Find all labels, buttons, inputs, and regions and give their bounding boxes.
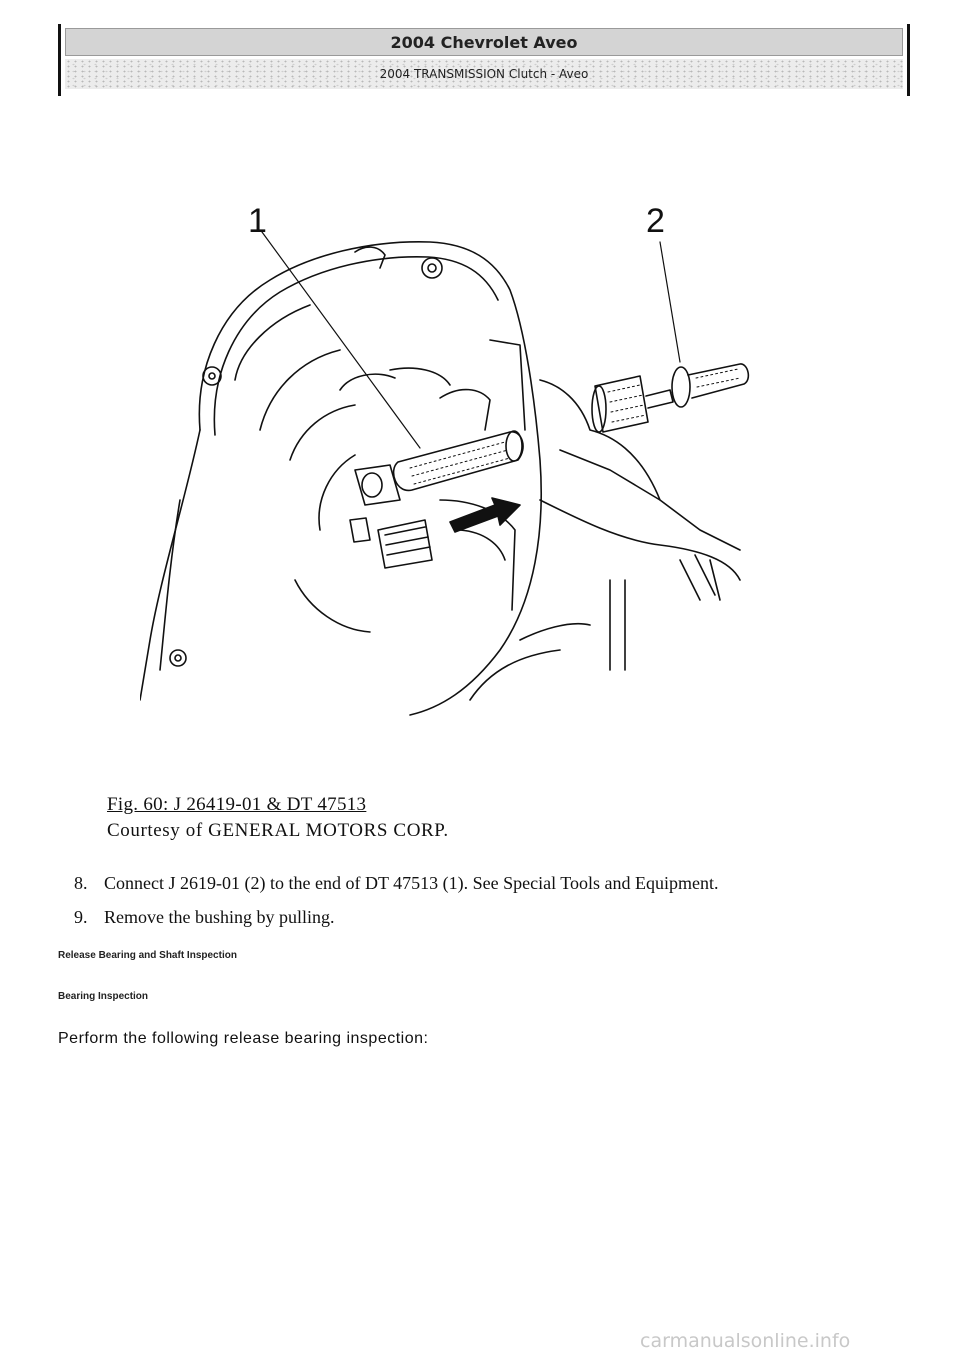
step-text: Remove the bushing by pulling.: [104, 906, 335, 927]
procedure-steps: 8. Connect J 2619-01 (2) to the end of D…: [74, 866, 718, 934]
step-9: 9. Remove the bushing by pulling.: [74, 900, 718, 934]
subsection-heading: Bearing Inspection: [58, 991, 149, 1002]
figure-caption: Fig. 60: J 26419-01 & DT 47513 Courtesy …: [107, 792, 449, 844]
step-number: 8.: [74, 872, 88, 893]
figure-label: Fig. 60: J 26419-01 & DT 47513: [107, 794, 367, 815]
transmission-drawing: [139, 231, 750, 716]
step-8: 8. Connect J 2619-01 (2) to the end of D…: [74, 866, 718, 900]
header-title: 2004 Chevrolet Aveo: [65, 28, 903, 56]
page-header: 2004 Chevrolet Aveo 2004 TRANSMISSION Cl…: [58, 24, 910, 96]
courtesy-line: Courtesy of GENERAL MOTORS CORP.: [107, 820, 449, 841]
watermark: carmanualsonline.info: [640, 1330, 851, 1352]
callout-2: 2: [646, 202, 665, 240]
section-heading: Release Bearing and Shaft Inspection: [58, 950, 237, 961]
step-text: Connect J 2619-01 (2) to the end of DT 4…: [104, 872, 719, 893]
step-number: 9.: [74, 906, 88, 927]
header-subtitle: 2004 TRANSMISSION Clutch - Aveo: [65, 59, 903, 89]
callout-1: 1: [248, 202, 267, 240]
figure-illustration: 1 2: [139, 200, 780, 720]
body-paragraph: Perform the following release bearing in…: [58, 1030, 429, 1047]
